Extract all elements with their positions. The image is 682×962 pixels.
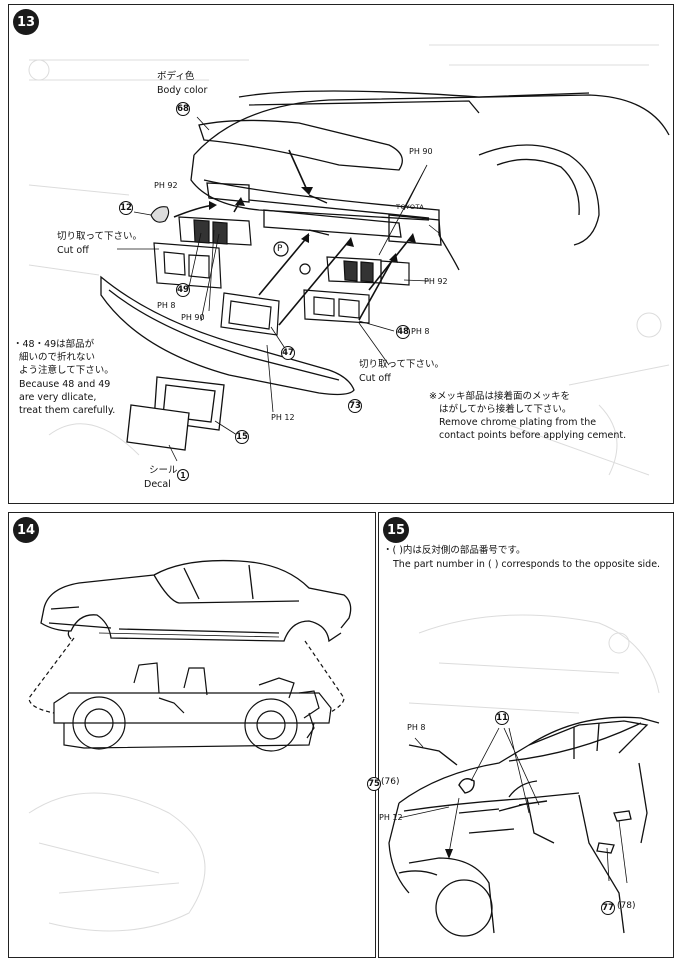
plating-note-jp-2: はがしてから接着して下さい。 <box>439 404 572 415</box>
part-12: 12 <box>119 201 133 215</box>
step-number: 14 <box>13 517 39 543</box>
cut-off-label-jp: 切り取って下さい。 <box>57 231 143 242</box>
part-77: 77 <box>601 901 615 915</box>
ph-90-top: PH 90 <box>409 147 433 156</box>
step-number: 13 <box>13 9 39 35</box>
ph-90-left: PH 90 <box>181 313 205 322</box>
warning-jp-3: よう注意して下さい。 <box>19 365 114 376</box>
part-48: 48 <box>396 325 410 339</box>
warning-en-3: treat them carefully. <box>19 405 116 416</box>
step-13-panel: 13 ボディ色 Body color 68 12 切り取って下さい。 Cut o… <box>8 4 674 504</box>
part-49: 49 <box>176 283 190 297</box>
part-73: 73 <box>348 399 362 413</box>
note-jp: ・( )内は反対側の部品番号です。 <box>383 545 526 556</box>
warning-en-2: are very dlicate, <box>19 392 97 403</box>
part-15: 15 <box>235 430 249 444</box>
ph-12: PH 12 <box>271 413 295 422</box>
part-47: 47 <box>281 346 295 360</box>
ph-92-right: PH 92 <box>424 277 448 286</box>
ph-8-right: PH 8 <box>411 327 430 336</box>
part-78-label: (78) <box>617 901 636 911</box>
body-color-label-jp: ボディ色 <box>157 71 195 82</box>
ph-8-left: PH 8 <box>157 301 176 310</box>
plating-note-en-2: contact points before applying cement. <box>439 430 627 441</box>
step-15-illustration <box>388 614 660 937</box>
plate-text: TOYOTA <box>396 203 425 211</box>
step-13-illustration <box>28 44 670 476</box>
ph-12: PH 12 <box>379 813 403 822</box>
note-en: The part number in ( ) corresponds to th… <box>393 559 661 570</box>
ph-92-left: PH 92 <box>154 181 178 190</box>
plating-note-en-1: Remove chrome plating from the <box>439 417 597 428</box>
part-75: 75 <box>367 777 381 791</box>
part-11: 11 <box>495 711 509 725</box>
cut-off2-label: Cut off <box>359 373 391 384</box>
ph-8: PH 8 <box>407 723 426 732</box>
step-14-panel: 14 <box>8 512 376 958</box>
warning-jp-2: 細いので折れない <box>19 352 96 363</box>
step-number: 15 <box>383 517 409 543</box>
decal-label: Decal <box>144 479 171 490</box>
seal-label-jp: シール <box>149 465 178 476</box>
step-15-panel: 15 ・( )内は反対側の部品番号です。 The part number in … <box>367 512 674 958</box>
cut-off-label: Cut off <box>57 245 89 256</box>
plating-note-jp-1: ※メッキ部品は接着面のメッキを <box>429 391 570 402</box>
warning-jp-1: ・48・49は部品が <box>13 339 95 350</box>
part-76-label: (76) <box>381 777 400 787</box>
symbol-p: P <box>277 244 283 254</box>
step-14-illustration <box>28 559 352 932</box>
part-68: 68 <box>176 102 190 116</box>
part-1: 1 <box>177 469 189 481</box>
body-color-label: Body color <box>157 85 208 96</box>
cut-off2-label-jp: 切り取って下さい。 <box>359 359 445 370</box>
warning-en-1: Because 48 and 49 <box>19 379 111 390</box>
